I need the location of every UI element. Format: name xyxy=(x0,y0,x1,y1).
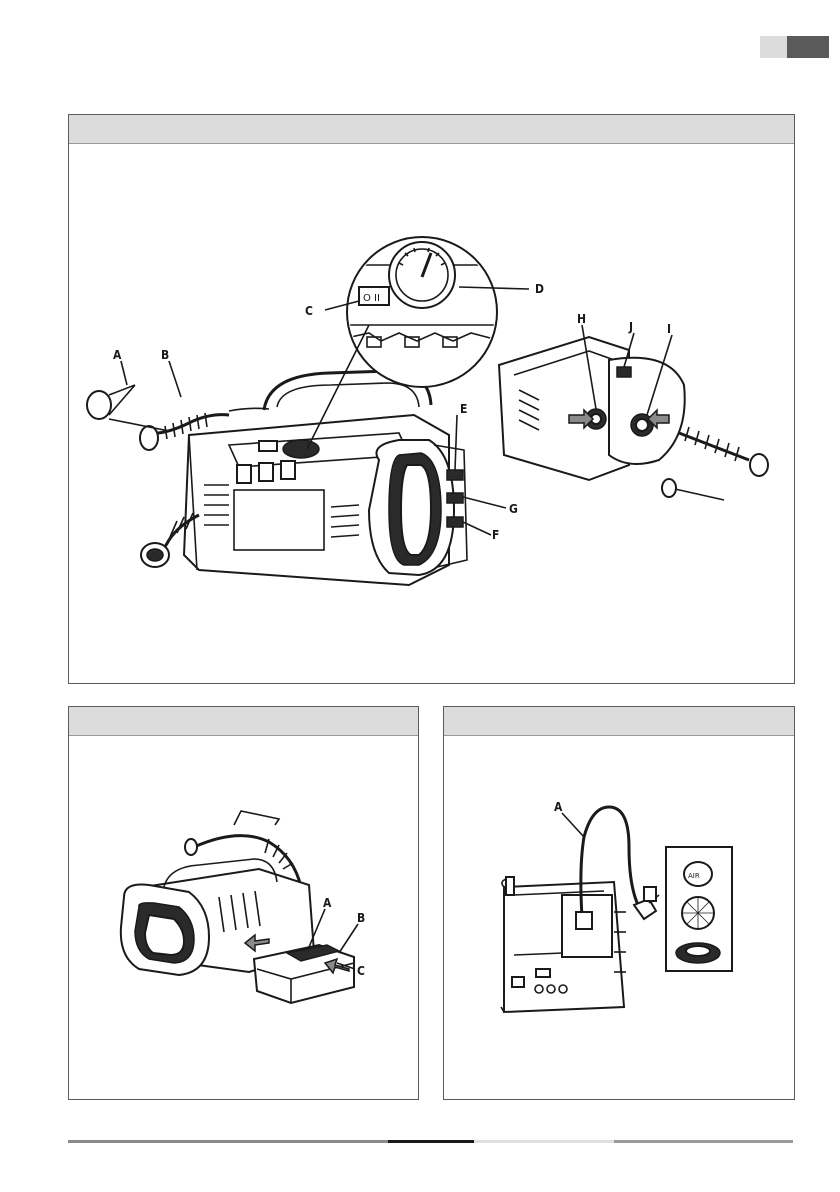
language-tab-inactive xyxy=(760,36,787,58)
accessory-panel: AIR xyxy=(666,847,732,971)
callout-d: D xyxy=(535,282,544,296)
callout-b: B xyxy=(161,348,169,362)
footer-bar-light xyxy=(474,1140,614,1143)
compressor-battery-view xyxy=(121,811,354,1003)
figure-1-panel: O II xyxy=(68,114,795,684)
footer-bar-dark xyxy=(388,1140,474,1143)
callout-e: E xyxy=(460,402,467,416)
top-gauge-icon xyxy=(283,440,319,458)
callout-h: H xyxy=(577,312,586,326)
figure-2-illustration: A B C xyxy=(69,707,418,1099)
callout-c: C xyxy=(357,964,365,978)
footer-bar-mid xyxy=(614,1140,793,1143)
callout-a: A xyxy=(554,800,563,814)
compressor-main-body xyxy=(184,371,467,585)
callout-g: G xyxy=(509,502,518,516)
ball-label: AIR xyxy=(688,872,700,880)
callout-b: B xyxy=(357,911,365,925)
valve-e-icon xyxy=(447,470,463,480)
switch-glyph: O II xyxy=(363,293,380,304)
figure-1-illustration: O II xyxy=(69,115,794,683)
callout-f: F xyxy=(492,528,499,542)
callout-j: J xyxy=(628,320,633,334)
callout-a: A xyxy=(323,896,332,910)
port-j-icon xyxy=(617,367,631,377)
inflation-needle-a xyxy=(87,385,169,431)
valve-f-icon xyxy=(447,517,463,527)
valve-g-icon xyxy=(447,493,463,503)
figure-2-panel: A B C xyxy=(68,706,419,1100)
callout-i: I xyxy=(667,322,671,336)
callout-a: A xyxy=(113,348,122,362)
footer-bar-gray xyxy=(68,1140,388,1143)
figure-3-panel: AIR A xyxy=(443,706,795,1100)
language-tab-active xyxy=(787,36,829,58)
compressor-rear-view xyxy=(499,337,768,500)
figure-3-illustration: AIR A xyxy=(444,707,794,1099)
compressor-hose-view xyxy=(501,807,659,1012)
callout-c: C xyxy=(305,304,313,318)
